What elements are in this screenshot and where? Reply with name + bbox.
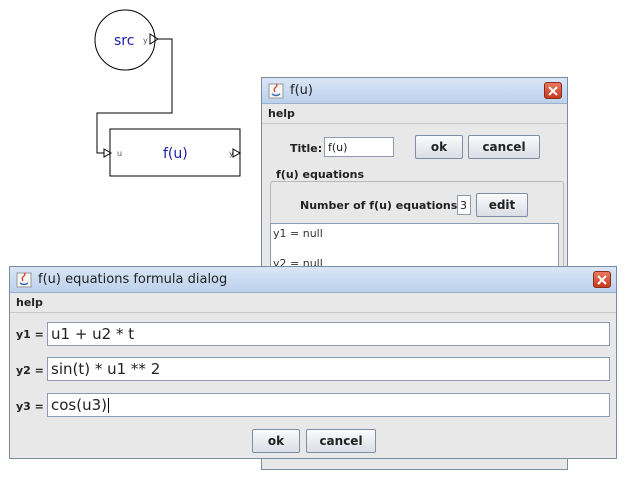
close-icon[interactable] bbox=[593, 271, 611, 288]
ok-button[interactable]: ok bbox=[252, 429, 300, 453]
text-caret bbox=[108, 397, 109, 413]
fu-out-port[interactable] bbox=[232, 148, 242, 158]
num-equations-input[interactable]: 3 bbox=[457, 195, 471, 215]
num-equations-label: Number of f(u) equations: bbox=[300, 199, 462, 212]
formula-dialog-menubar: help bbox=[10, 293, 616, 313]
fu-in-port[interactable] bbox=[103, 148, 113, 158]
java-icon bbox=[16, 271, 32, 287]
equation-line: y1 = null bbox=[273, 227, 323, 240]
fu-in-port-label: u bbox=[117, 149, 122, 158]
fu-block[interactable]: f(u) u y bbox=[103, 128, 242, 177]
formula-dialog-titlebar[interactable]: f(u) equations formula dialog bbox=[10, 267, 616, 293]
y2-formula-input[interactable]: sin(t) * u1 ** 2 bbox=[47, 357, 610, 381]
y1-formula-input[interactable]: u1 + u2 * t bbox=[47, 322, 610, 346]
src-out-port[interactable] bbox=[149, 33, 159, 45]
y3-label: y3 = bbox=[16, 400, 44, 413]
src-out-port-label: y bbox=[143, 36, 148, 45]
fu-out-port-label: y bbox=[229, 149, 234, 158]
y3-formula-text: cos(u3) bbox=[51, 396, 107, 414]
y2-label: y2 = bbox=[16, 364, 44, 377]
src-block[interactable]: src y bbox=[94, 9, 159, 71]
cancel-button[interactable]: cancel bbox=[468, 135, 540, 159]
menu-help[interactable]: help bbox=[268, 107, 295, 120]
formula-dialog-title: f(u) equations formula dialog bbox=[38, 272, 228, 287]
src-block-label: src bbox=[114, 33, 134, 49]
fu-dialog-title: f(u) bbox=[290, 83, 313, 98]
java-icon bbox=[268, 82, 284, 98]
formula-dialog: f(u) equations formula dialog help y1 = … bbox=[9, 266, 617, 459]
ok-button[interactable]: ok bbox=[415, 135, 463, 159]
title-label: Title: bbox=[290, 142, 323, 155]
cancel-button[interactable]: cancel bbox=[306, 429, 376, 453]
y3-formula-input[interactable]: cos(u3) bbox=[47, 393, 610, 417]
close-icon[interactable] bbox=[544, 82, 562, 99]
menu-help[interactable]: help bbox=[16, 296, 43, 309]
fu-dialog-titlebar[interactable]: f(u) bbox=[262, 78, 567, 104]
equations-section-label: f(u) equations bbox=[274, 168, 367, 181]
y1-label: y1 = bbox=[16, 328, 44, 341]
fu-block-label: f(u) bbox=[163, 146, 188, 162]
edit-button[interactable]: edit bbox=[476, 193, 528, 217]
connection-link[interactable] bbox=[96, 38, 173, 154]
title-input[interactable]: f(u) bbox=[324, 137, 394, 157]
fu-dialog-menubar: help bbox=[262, 104, 567, 124]
